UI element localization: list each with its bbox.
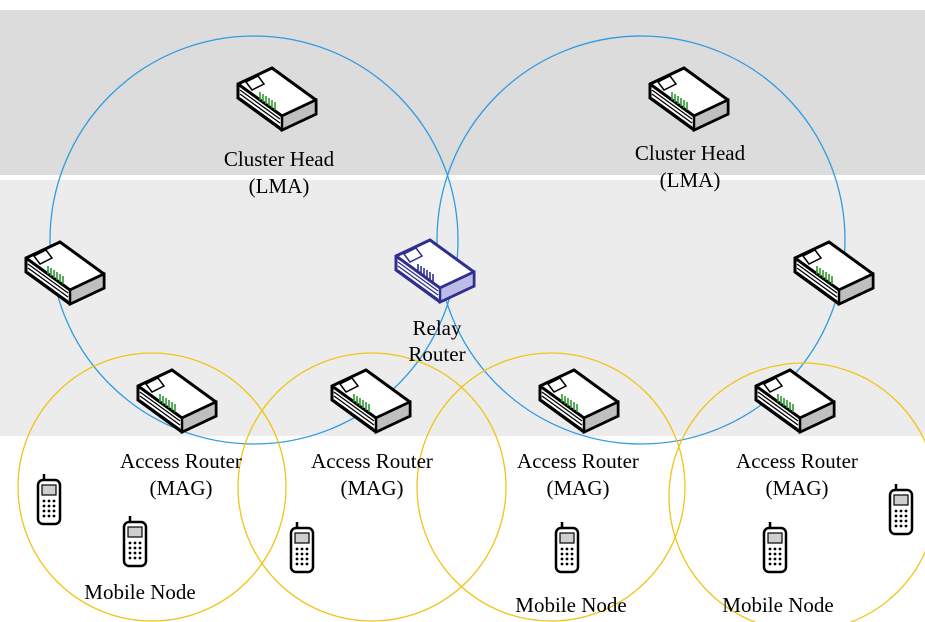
mobile-phone-icon bbox=[289, 520, 315, 574]
cluster-head-left-label: Cluster Head bbox=[224, 147, 335, 171]
mobile-phone-icon bbox=[762, 520, 788, 574]
mag-coverage-circle-2 bbox=[237, 352, 507, 622]
mobile-phone-icon bbox=[888, 482, 914, 536]
lma-coverage-circle-left bbox=[49, 35, 459, 445]
access-router-1-label: Access Router bbox=[120, 449, 242, 473]
cluster-head-right-sublabel: (LMA) bbox=[660, 168, 721, 192]
relay-router-label: Relay bbox=[413, 316, 462, 340]
mobile-node-3-label: Mobile Node bbox=[515, 593, 626, 617]
cluster-head-right-label: Cluster Head bbox=[635, 141, 746, 165]
mag-coverage-circle-3 bbox=[416, 352, 686, 622]
mobile-node-1-label: Mobile Node bbox=[84, 580, 195, 604]
top-band bbox=[0, 10, 925, 175]
access-router-3-label: Access Router bbox=[517, 449, 639, 473]
access-router-4-label: Access Router bbox=[736, 449, 858, 473]
cluster-head-left-sublabel: (LMA) bbox=[249, 174, 310, 198]
relay-router-sublabel: Router bbox=[408, 342, 465, 366]
mobile-phone-icon bbox=[36, 472, 62, 526]
mobile-phone-icon bbox=[554, 520, 580, 574]
mag-coverage-circle-1 bbox=[17, 352, 287, 622]
mobile-phone-icon bbox=[122, 514, 148, 568]
access-router-3-sublabel: (MAG) bbox=[547, 476, 610, 500]
access-router-1-sublabel: (MAG) bbox=[150, 476, 213, 500]
access-router-4-sublabel: (MAG) bbox=[766, 476, 829, 500]
access-router-2-label: Access Router bbox=[311, 449, 433, 473]
access-router-2-sublabel: (MAG) bbox=[341, 476, 404, 500]
lma-coverage-circle-right bbox=[436, 35, 846, 445]
mag-coverage-circle-4 bbox=[668, 362, 925, 622]
mobile-node-4-label: Mobile Node bbox=[722, 593, 833, 617]
